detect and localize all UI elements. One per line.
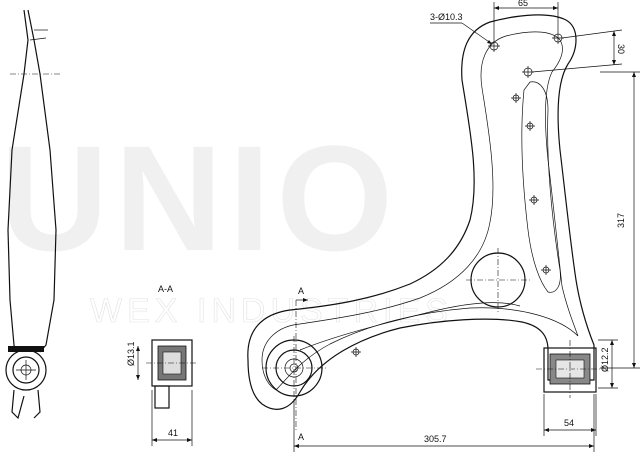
arm-rib [521,81,561,293]
watermark-brand: UNIO [0,114,399,282]
front-bushing [262,336,326,400]
dimensions: 3-Ø10.3 65 30 317 Ø12.2 54 [293,0,640,452]
dim-top-offset: 30 [616,44,626,54]
arm-outline [247,14,595,410]
hole-1 [488,40,500,52]
hole-7 [541,265,551,275]
dim-bush-diameter-right: Ø12.2 [600,347,610,372]
dim-bush-diameter-left: Ø13.1 [126,341,136,366]
cut-label-top: A [298,286,304,296]
hole-4 [511,93,521,103]
hole-5 [525,121,535,131]
dim-holes: 3-Ø10.3 [430,12,463,22]
dim-bush-width-right: 54 [564,418,574,428]
rear-bushing [536,340,604,398]
section-cut-line: A A [295,286,308,442]
watermark: UNIO WEX INDUSTRIES [0,114,453,330]
section-label: A-A [158,284,173,294]
hole-6 [529,195,539,205]
watermark-tagline: WEX INDUSTRIES [90,292,453,330]
cut-label-bottom: A [298,432,304,442]
side-view [5,9,60,420]
dim-height: 317 [616,213,626,228]
arm-recess [261,31,579,391]
dim-top-spacing: 65 [518,0,528,8]
arm-body [247,14,595,410]
hole-8 [351,347,361,357]
section-view: A-A Ø13.1 41 [126,284,198,446]
dim-length: 305.7 [424,434,447,444]
ball-joint [466,248,532,312]
dim-bush-width-left: 41 [168,428,178,438]
